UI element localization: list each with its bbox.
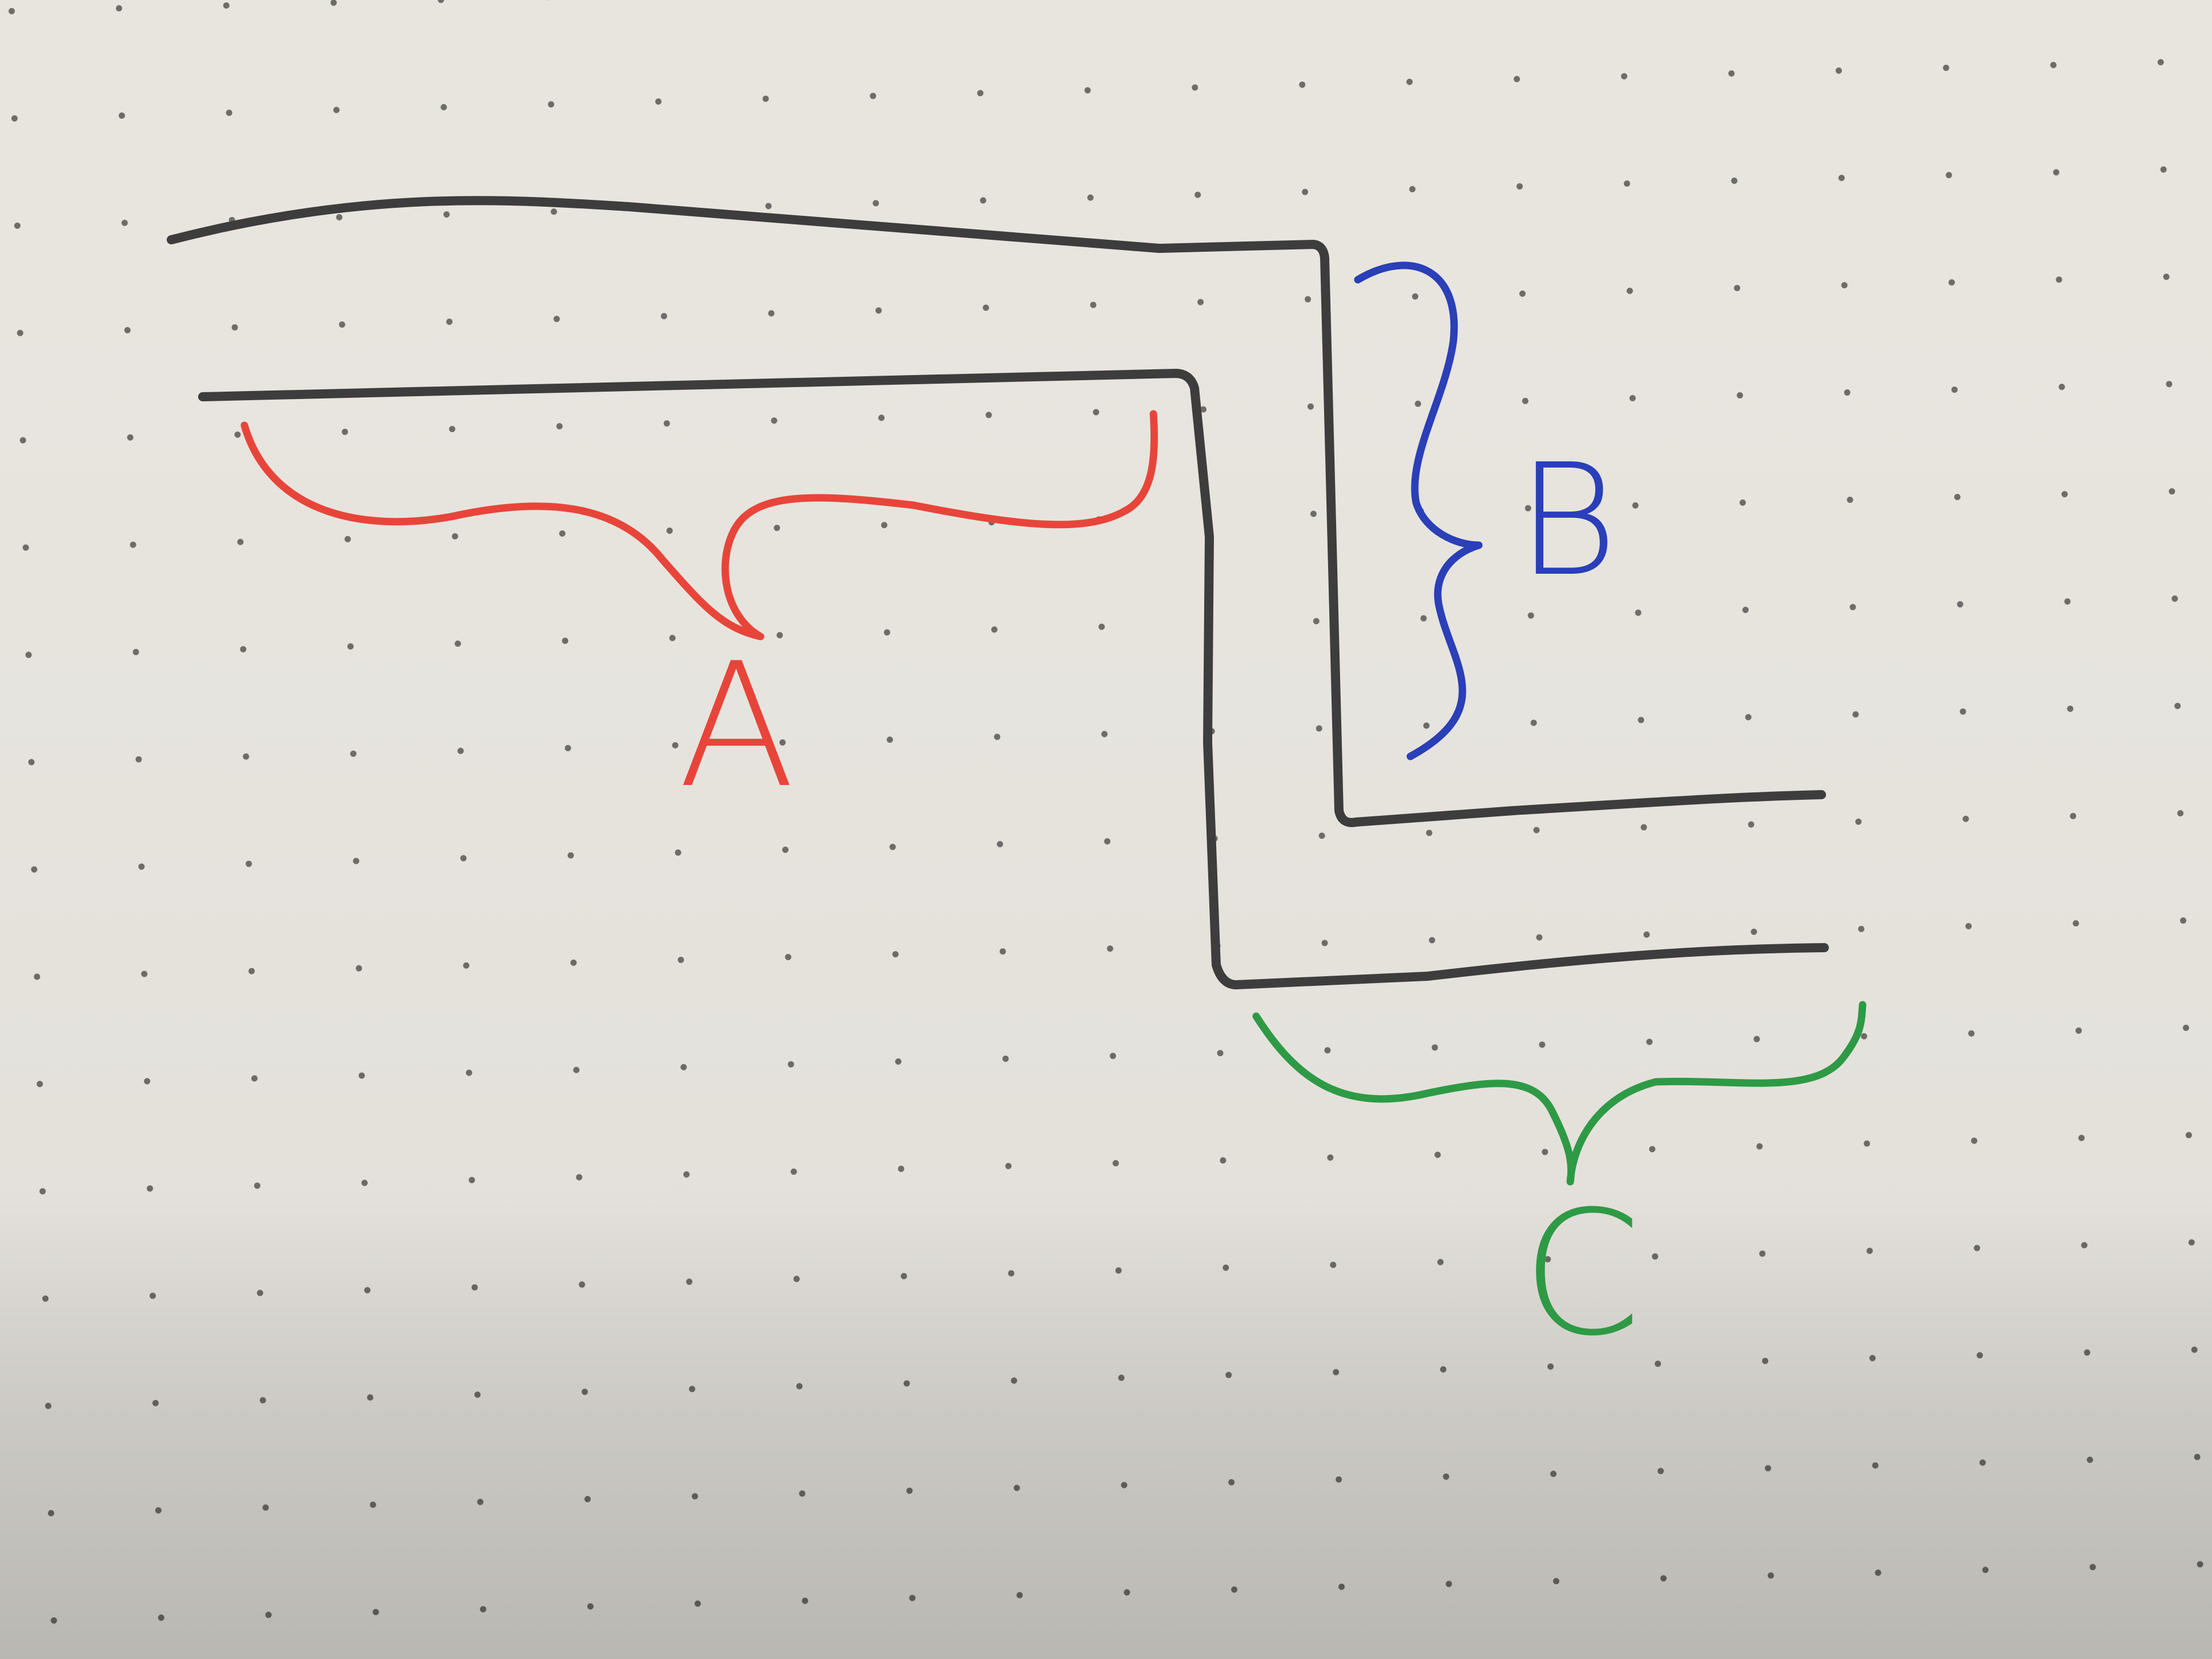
curly-brace-right-icon <box>1354 261 1483 760</box>
label-a: A <box>678 626 795 826</box>
curly-brace-down-icon <box>240 410 1159 641</box>
inner-channel-line <box>198 369 1829 989</box>
outer-channel-line <box>167 196 1826 827</box>
label-c: C <box>1522 1174 1641 1374</box>
label-b: B <box>1517 430 1618 610</box>
curly-brace-down-icon <box>1252 1001 1867 1186</box>
